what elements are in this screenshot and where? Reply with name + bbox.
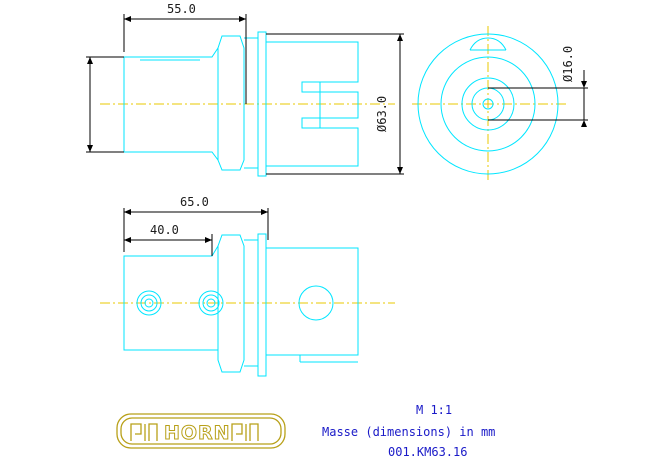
logo-mark-left-icon bbox=[130, 423, 158, 441]
bottom-view: 65.0 40.0 bbox=[100, 195, 395, 377]
end-outer-circle bbox=[417, 33, 559, 175]
screw-hole-outer bbox=[136, 290, 162, 316]
bottom-flange-outline bbox=[217, 234, 245, 373]
screw-hole-inner bbox=[206, 298, 216, 308]
dim-arrow bbox=[205, 237, 212, 243]
screw-hole-outer bbox=[198, 290, 224, 316]
dim-arrow bbox=[581, 120, 587, 127]
dim-label-65: 65.0 bbox=[180, 195, 209, 209]
end-mid-circle bbox=[440, 56, 536, 152]
screw-hole-mid bbox=[202, 294, 220, 312]
part-number: 001.KM63.16 bbox=[388, 445, 467, 459]
top-collar bbox=[257, 31, 267, 177]
dim-label-40: 40.0 bbox=[150, 223, 179, 237]
logo-mark-right-icon bbox=[231, 423, 259, 441]
dim-label-63: Ø63.0 bbox=[375, 96, 389, 132]
end-center-circle bbox=[482, 98, 494, 110]
bottom-head-outline bbox=[266, 247, 359, 356]
end-view: Ø16.0 bbox=[412, 26, 588, 182]
logo-frame-inner bbox=[120, 417, 282, 445]
bottom-collar bbox=[257, 233, 267, 377]
scale-note: M 1:1 bbox=[416, 403, 452, 417]
screw-hole-inner bbox=[144, 298, 154, 308]
units-note: Masse (dimensions) in mm bbox=[322, 425, 495, 439]
top-flange-outline bbox=[217, 35, 245, 171]
title-block-notes: M 1:1 Masse (dimensions) in mm 001.KM63.… bbox=[322, 403, 495, 459]
dim-arrow bbox=[124, 16, 131, 22]
top-head-outline bbox=[266, 41, 359, 167]
end-key-notch bbox=[469, 37, 507, 51]
dim-arrow bbox=[124, 237, 131, 243]
dim-arrow bbox=[397, 34, 403, 41]
dim-label-55: 55.0 bbox=[167, 2, 196, 16]
dim-arrow bbox=[87, 57, 93, 64]
end-inner-circle bbox=[461, 77, 515, 131]
dim-arrow bbox=[87, 145, 93, 152]
dim-arrow bbox=[239, 16, 246, 22]
bottom-cross-hole bbox=[298, 285, 334, 321]
dim-arrow bbox=[397, 167, 403, 174]
dim-arrow bbox=[261, 209, 268, 215]
dim-arrow bbox=[124, 209, 131, 215]
logo-wordmark: HORN bbox=[164, 422, 231, 444]
logo-frame-outer bbox=[116, 413, 286, 449]
dim-arrow bbox=[581, 81, 587, 88]
top-view: 55.0 Ø63.0 bbox=[86, 2, 404, 177]
screw-hole-mid bbox=[140, 294, 158, 312]
dim-label-16: Ø16.0 bbox=[561, 46, 575, 82]
horn-logo: HORN bbox=[116, 413, 286, 449]
